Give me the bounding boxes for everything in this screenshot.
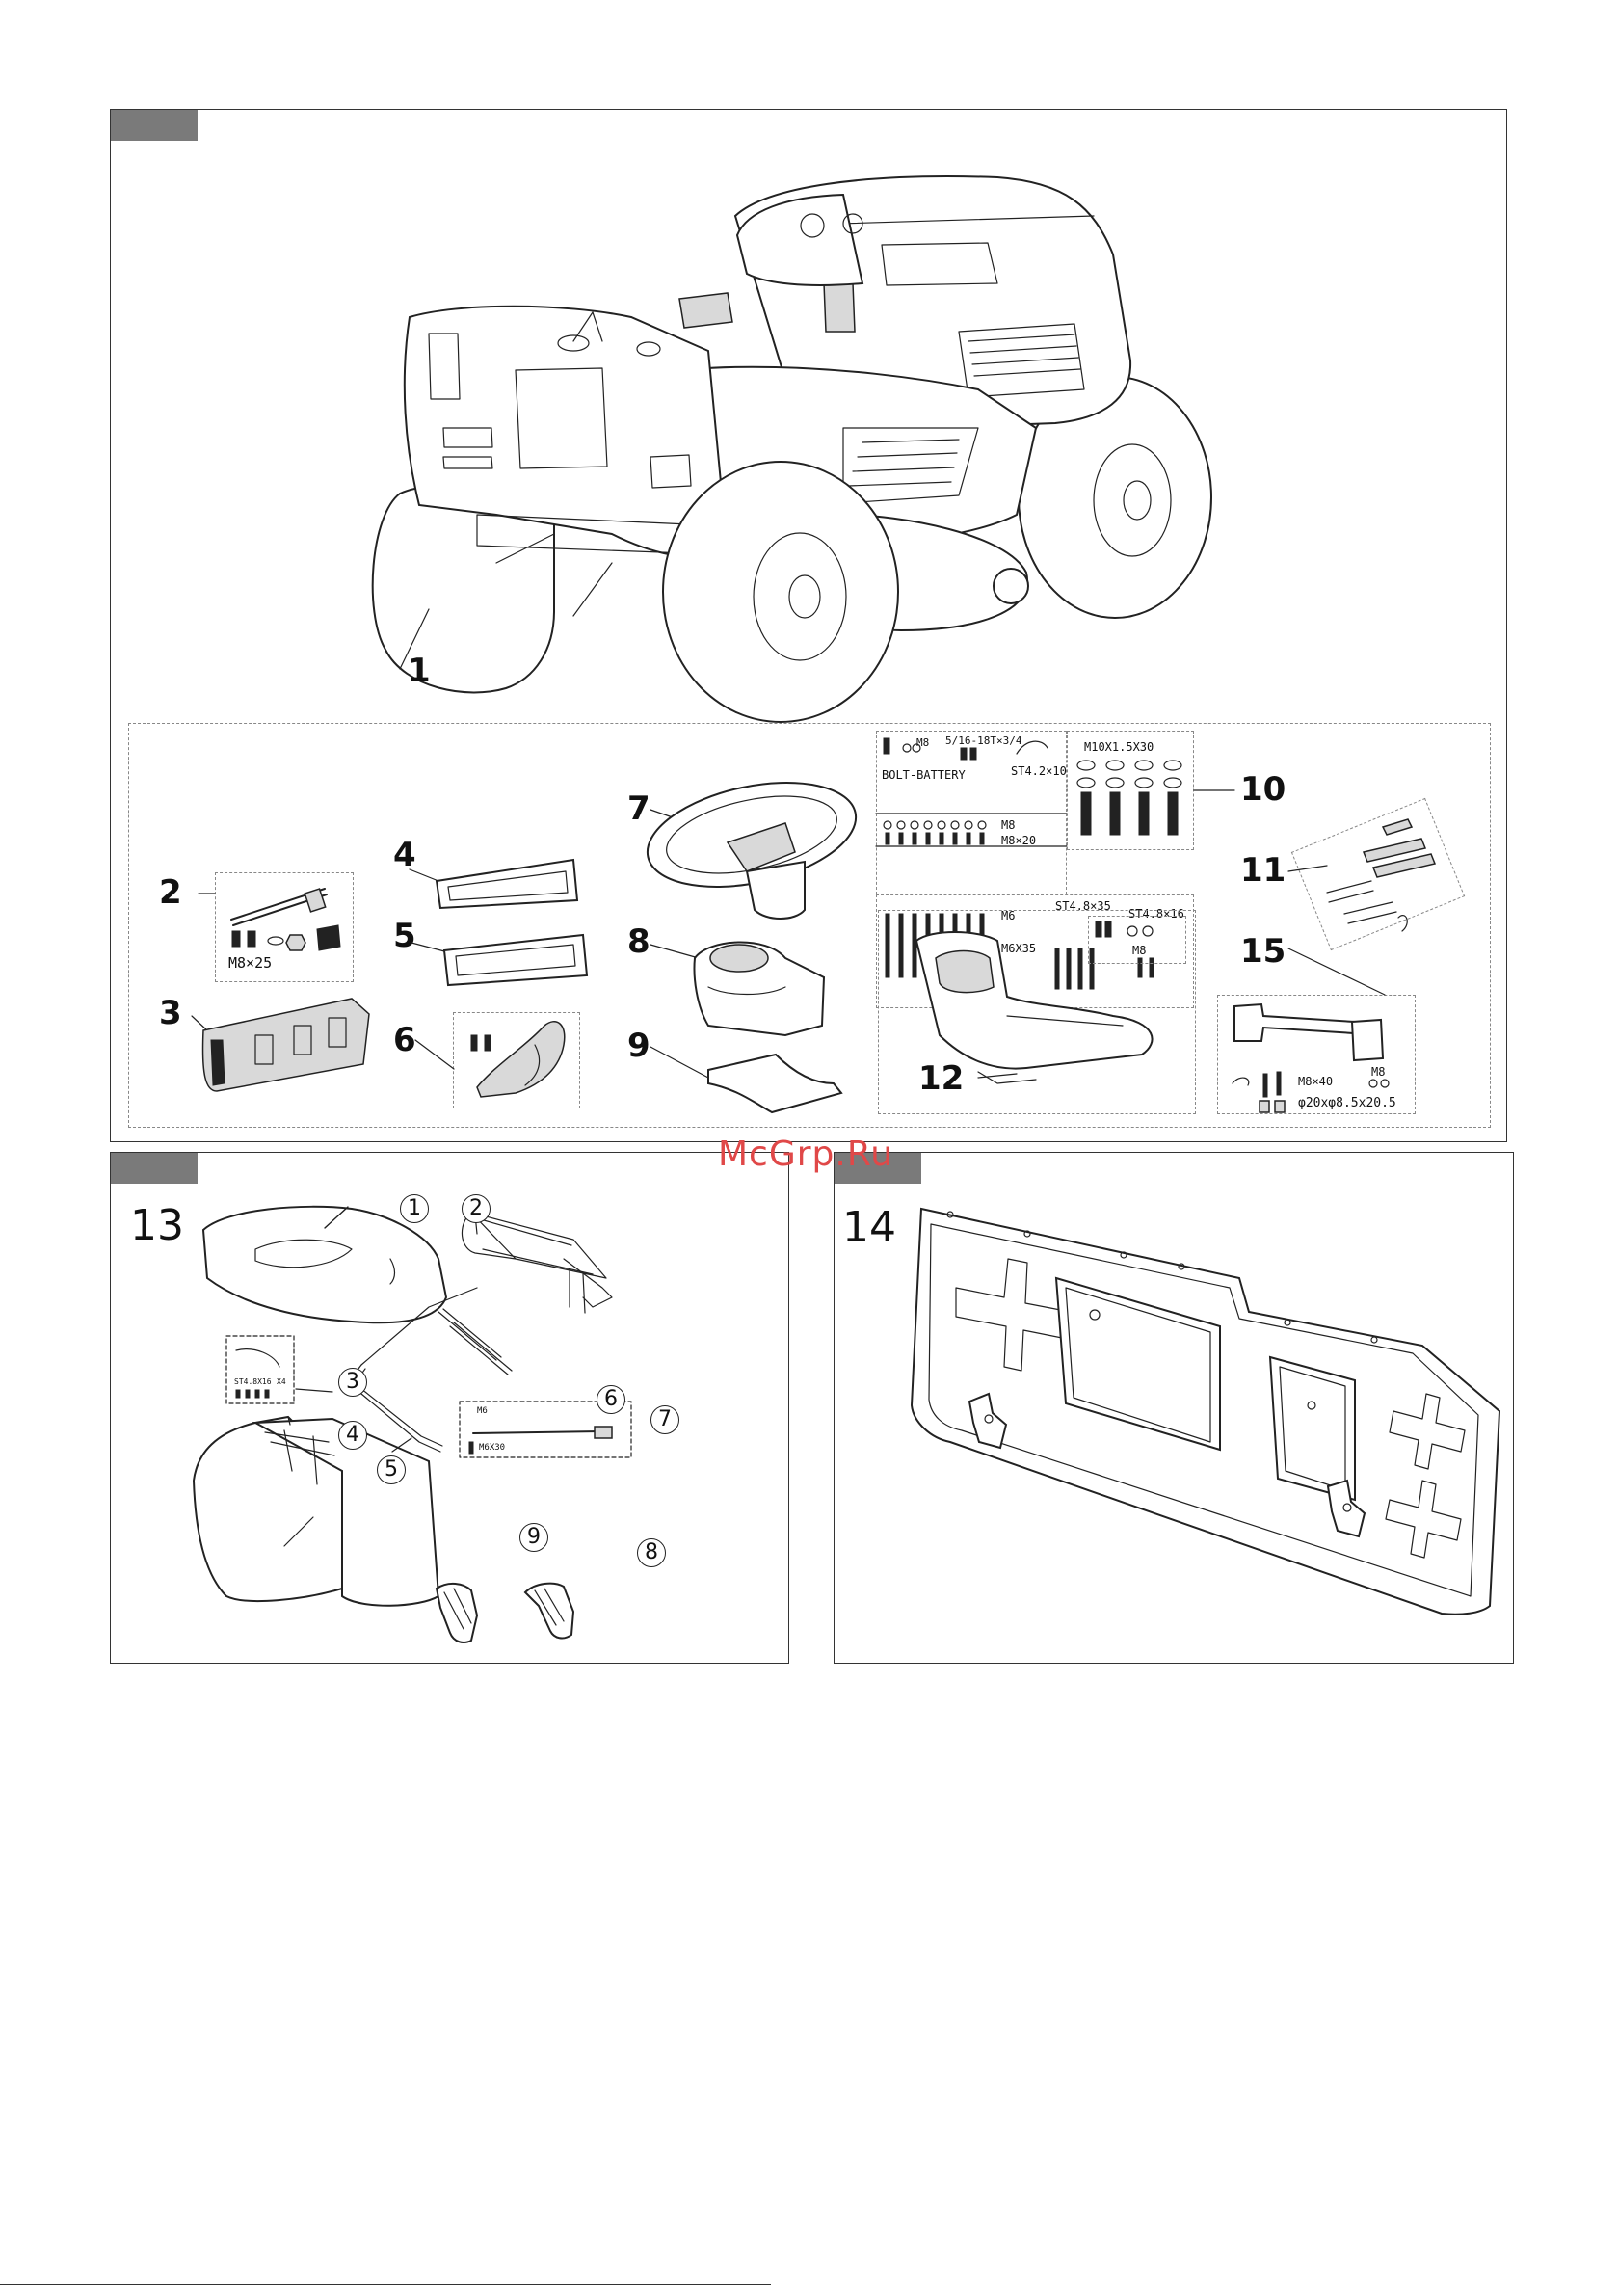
figure-13-part-3-qty: X4 (277, 1378, 286, 1386)
figure-13-callout-3: 3 (338, 1368, 367, 1397)
figure-13-callout-7: 7 (650, 1405, 679, 1434)
panel-figure-13: 13 (110, 1152, 789, 1664)
panel-figure-14: 14 (834, 1152, 1514, 1664)
panel-parts-overview: 1 2 M8×25 3 4 5 6 (110, 109, 1507, 1142)
figure-13-drawing (111, 1153, 790, 1665)
figure-13-callout-1: 1 (400, 1194, 429, 1223)
figure-13-callout-5: 5 (377, 1455, 406, 1484)
bottom-rule (0, 2284, 771, 2285)
figure-13-part-3-screw: ST4.8X16 (234, 1378, 272, 1386)
part-15-m8x40-label: M8×40 (1298, 1076, 1333, 1087)
figure-14-drawing (835, 1153, 1515, 1665)
figure-13-callout-8: 8 (637, 1538, 666, 1567)
figure-13-part-7-m6: M6 (477, 1407, 488, 1416)
watermark: McGrp.Ru (718, 1135, 893, 1174)
figure-13-callout-9: 9 (519, 1523, 548, 1552)
part-15-washer-label: φ20xφ8.5x20.5 (1298, 1097, 1396, 1109)
part-15-drawing (111, 110, 1508, 1143)
figure-13-part-7-bolt: M6X30 (479, 1444, 505, 1453)
figure-13-callout-2: 2 (462, 1194, 491, 1223)
figure-13-callout-6: 6 (597, 1385, 625, 1414)
part-15-m8-label: M8 (1371, 1066, 1385, 1078)
figure-13-callout-4: 4 (338, 1421, 367, 1450)
